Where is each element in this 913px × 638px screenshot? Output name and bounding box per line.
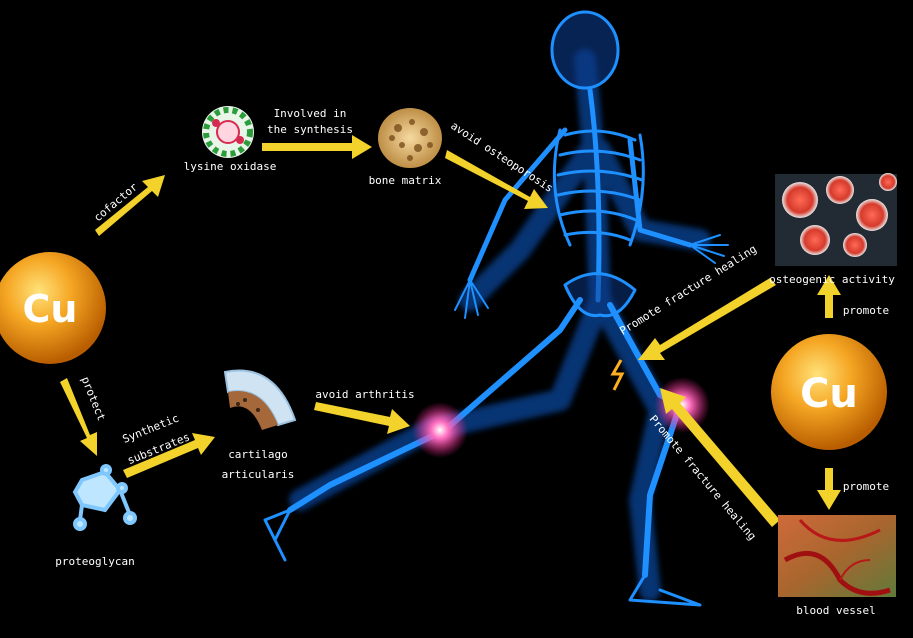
arrow-synthetic [123, 433, 215, 478]
lysine-oxidase-image [202, 106, 254, 158]
arrows [60, 135, 841, 527]
label-avoid-arthritis: avoid arthritis [315, 388, 414, 401]
label-involved-1: Involved in [274, 107, 347, 120]
skeleton-figure [263, 10, 729, 607]
label-promote-bottom: promote [843, 480, 889, 493]
arrow-promote-up [817, 275, 841, 318]
arrow-cofactor [95, 175, 165, 236]
cu-symbol-right: Cu [800, 371, 858, 417]
label-articularis: articularis [222, 468, 295, 481]
arrow-protect [60, 378, 97, 456]
knee-glow-back [412, 402, 468, 458]
label-fracture-upper: Promote fracture healing [617, 242, 759, 337]
arrow-arthritis [314, 402, 410, 434]
cu-sphere-right: Cu [771, 334, 887, 450]
arrow-osteoporosis [445, 150, 548, 209]
blood-vessel-image [778, 515, 896, 597]
bone-matrix-image [378, 108, 442, 168]
label-osteogenic-activity: osteogenic activity [769, 273, 895, 286]
arrow-involved [262, 135, 372, 159]
label-blood-vessel: blood vessel [796, 604, 875, 617]
label-cartilago: cartilago [228, 448, 288, 461]
osteogenic-image [775, 173, 897, 266]
arrow-fracture-lower [660, 388, 780, 527]
cartilago-image [223, 369, 297, 430]
proteoglycan-image [72, 464, 137, 531]
label-proteoglycan: proteoglycan [55, 555, 134, 568]
skull [550, 10, 620, 90]
label-involved-2: the synthesis [267, 123, 353, 136]
fracture-icon [610, 359, 625, 391]
cu-sphere-left: Cu [0, 252, 106, 364]
label-promote-top: promote [843, 304, 889, 317]
label-lysine-oxidase: lysine oxidase [184, 160, 277, 173]
cu-symbol-left: Cu [23, 287, 78, 331]
arrow-fracture-upper [638, 278, 776, 360]
label-bone-matrix: bone matrix [369, 174, 442, 187]
label-protect: protect [79, 375, 108, 423]
arrow-promote-down [817, 468, 841, 510]
